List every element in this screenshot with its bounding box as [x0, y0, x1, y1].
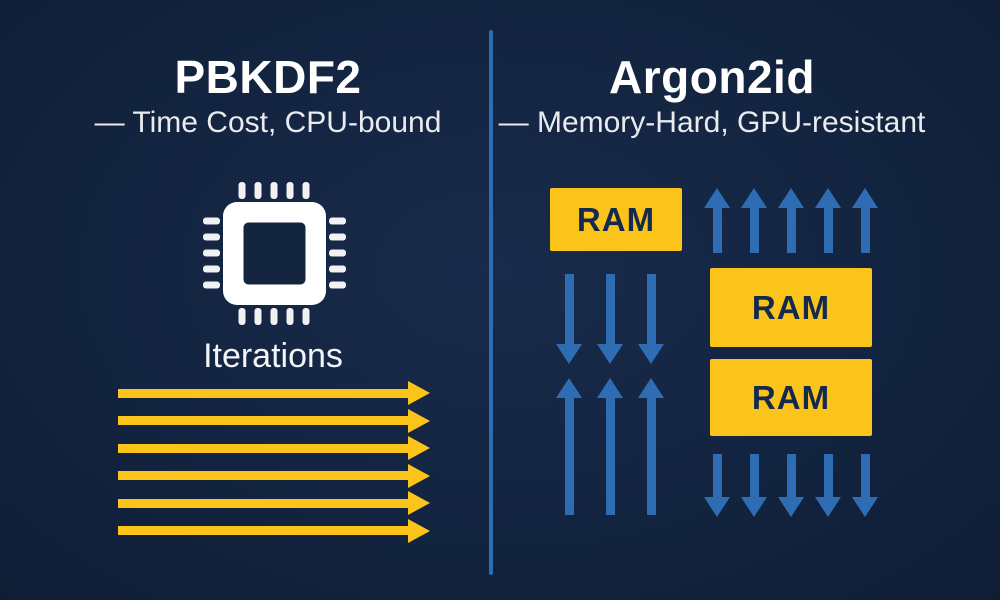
arrow-head [638, 344, 664, 364]
iteration-arrows-group [118, 381, 430, 543]
arrow-shaft [564, 395, 574, 515]
down-arrow [597, 274, 623, 364]
memory-arrows-up-group [556, 378, 664, 515]
arrow-head [408, 408, 430, 433]
arrow-head [704, 497, 730, 517]
ram-box: RAM [710, 268, 872, 347]
memory-arrows-down-group [704, 454, 878, 517]
arrow-head [408, 381, 430, 405]
arrow-shaft [712, 205, 722, 253]
arrow-head [556, 344, 582, 364]
arrow-shaft [712, 454, 722, 500]
up-arrow [704, 188, 730, 253]
arrow-head [408, 463, 430, 488]
arrow-shaft [786, 205, 796, 253]
right-panel-title: Argon2id [609, 51, 815, 103]
arrow-shaft [118, 388, 410, 398]
arrow-shaft [646, 395, 656, 515]
arrow-head [556, 378, 582, 398]
right-panel-subtitle: — Memory-Hard, GPU-resistant [498, 106, 926, 139]
right-arrow [118, 436, 430, 460]
arrow-head [852, 188, 878, 208]
arrow-shaft [823, 205, 833, 253]
arrow-shaft [646, 274, 656, 347]
arrow-shaft [118, 498, 410, 508]
ram-box: RAM [550, 188, 682, 251]
down-arrow [778, 454, 804, 517]
down-arrow [556, 274, 582, 364]
down-arrow [741, 454, 767, 517]
arrow-head [408, 518, 430, 543]
arrow-shaft [749, 205, 759, 253]
arrow-head [408, 491, 430, 515]
arrow-head [778, 188, 804, 208]
right-arrow [118, 381, 430, 405]
arrow-shaft [564, 274, 574, 347]
arrow-shaft [823, 454, 833, 500]
arrow-shaft [118, 416, 410, 425]
memory-arrows-down-group [556, 274, 664, 364]
memory-arrows-up-group [704, 188, 878, 253]
arrow-head [741, 497, 767, 517]
arrow-head [638, 378, 664, 398]
left-panel-title: PBKDF2 [174, 51, 362, 103]
arrow-shaft [749, 454, 759, 500]
down-arrow [852, 454, 878, 517]
left-panel-subtitle: — Time Cost, CPU-bound [94, 106, 442, 139]
arrow-head [815, 497, 841, 517]
arrow-head [408, 436, 430, 460]
panel-divider [489, 30, 493, 575]
arrow-head [778, 497, 804, 517]
up-arrow [741, 188, 767, 253]
arrow-shaft [860, 454, 870, 500]
down-arrow [638, 274, 664, 364]
arrow-shaft [118, 471, 410, 480]
up-arrow [815, 188, 841, 253]
up-arrow [597, 378, 623, 515]
cpu-chip-icon [203, 182, 346, 325]
right-arrow [118, 408, 430, 433]
arrow-head [815, 188, 841, 208]
down-arrow [815, 454, 841, 517]
right-arrow [118, 463, 430, 488]
arrow-head [741, 188, 767, 208]
down-arrow [704, 454, 730, 517]
up-arrow [852, 188, 878, 253]
arrow-shaft [118, 526, 410, 535]
ram-box: RAM [710, 359, 872, 436]
arrow-head [704, 188, 730, 208]
arrow-head [597, 344, 623, 364]
right-arrow [118, 491, 430, 515]
arrow-shaft [605, 395, 615, 515]
arrow-head [597, 378, 623, 398]
arrow-head [852, 497, 878, 517]
arrow-shaft [786, 454, 796, 500]
up-arrow [778, 188, 804, 253]
up-arrow [638, 378, 664, 515]
arrow-shaft [860, 205, 870, 253]
iterations-label: Iterations [203, 337, 343, 375]
arrow-shaft [118, 443, 410, 453]
right-arrow [118, 518, 430, 543]
arrow-shaft [605, 274, 615, 347]
up-arrow [556, 378, 582, 515]
